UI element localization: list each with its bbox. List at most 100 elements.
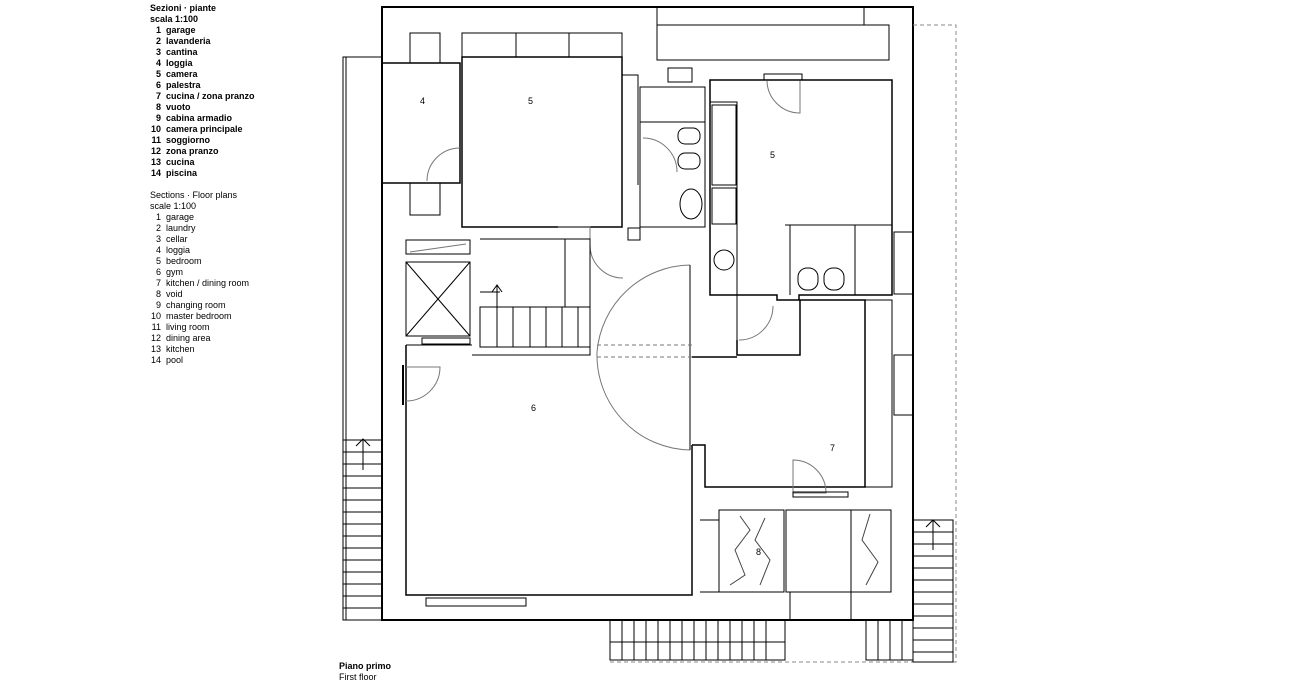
- window-bath: [667, 67, 693, 83]
- legend-item-number: 4: [155, 245, 161, 255]
- legend-item-label: void: [166, 289, 183, 299]
- legend-item-label: kitchen: [166, 344, 195, 354]
- bathroom-walls: [639, 86, 706, 228]
- bedroom-left-right-wall: [621, 57, 639, 185]
- void-panel-3: [850, 509, 892, 593]
- window-right: [763, 73, 803, 81]
- legend-item-number: 7: [155, 278, 161, 288]
- legend-item-number: 12: [150, 333, 161, 343]
- legend-item-en: 10 master bedroom: [150, 311, 255, 322]
- void-texture-1: [729, 515, 751, 586]
- legend-item-number: 10: [150, 124, 161, 134]
- legend-item-number: 2: [155, 36, 161, 46]
- bidet: [677, 152, 701, 170]
- door-swing-loggia: [426, 147, 461, 182]
- legend-item-label: cellar: [166, 234, 188, 244]
- window-right-side: [893, 231, 914, 295]
- legend-item-label: cabina armadio: [166, 113, 233, 123]
- wardrobe-3: [568, 32, 623, 58]
- legend-item-label: camera: [166, 69, 198, 79]
- legend-item-number: 12: [150, 146, 161, 156]
- closet-right-tall: [711, 104, 737, 186]
- legend-item-en: 8 void: [150, 289, 255, 300]
- legend-item-label: cucina / zona pranzo: [166, 91, 255, 101]
- legend-scale-en: scale 1:100: [150, 201, 197, 211]
- legend-item-en: 4 loggia: [150, 245, 255, 256]
- gym-walls: [405, 345, 693, 596]
- legend-item-label: garage: [166, 212, 195, 222]
- void-shaft: [405, 261, 471, 337]
- legend-item-number: 2: [155, 223, 161, 233]
- legend-item-label: dining area: [166, 333, 211, 343]
- legend-item-label: cantina: [166, 47, 198, 57]
- ensuite-door-swing: [738, 305, 774, 341]
- legend-item-number: 1: [155, 25, 161, 35]
- void-left-edge: [700, 519, 720, 593]
- ensuite-bidet: [823, 267, 845, 291]
- bedroom-right-inner: [710, 101, 738, 340]
- legend-item-number: 8: [155, 289, 161, 299]
- void-panel-2: [785, 509, 852, 593]
- right-stair-arrow: [925, 519, 941, 550]
- caption-italian: Piano primo: [339, 661, 392, 671]
- loggia-walls: [382, 62, 461, 184]
- legend-item-label: kitchen / dining room: [166, 278, 250, 288]
- closet-right: [711, 187, 737, 225]
- column-top: [409, 32, 441, 64]
- room-label-5-right: 5: [770, 150, 775, 160]
- bottom-stair-right-treads: [877, 620, 903, 660]
- pillar: [627, 227, 641, 241]
- legend-item-label: garage: [166, 25, 196, 35]
- legend-item-label: gym: [166, 267, 184, 277]
- gym-window: [425, 597, 527, 607]
- caption-english: First floor: [339, 672, 377, 682]
- shelf: [405, 239, 471, 255]
- legend-item-label: piscina: [166, 168, 198, 178]
- legend-item-number: 6: [155, 80, 161, 90]
- left-stair-arrow: [355, 438, 371, 470]
- wardrobe-1: [461, 32, 517, 58]
- big-door-swing: [596, 264, 691, 451]
- void-texture-2: [754, 517, 771, 586]
- shelf-diagonal: [409, 243, 467, 253]
- legend-item-number: 10: [150, 311, 161, 321]
- legend-item-number: 6: [155, 267, 161, 277]
- legend-item-label: bedroom: [166, 256, 202, 266]
- legend-item-number: 5: [155, 69, 161, 79]
- legend-item-it: 5 camera: [150, 69, 255, 80]
- stair-enclosure: [472, 238, 591, 356]
- ensuite-toilet: [797, 267, 819, 291]
- legend-item-en: 7 kitchen / dining room: [150, 278, 255, 289]
- kitchen-door-swing: [792, 459, 827, 494]
- legend-item-label: loggia: [166, 245, 191, 255]
- legend-item-label: vuoto: [166, 102, 191, 112]
- legend-item-number: 1: [155, 212, 161, 222]
- legend-item-label: soggiorno: [166, 135, 210, 145]
- dashed-outline: [610, 24, 957, 663]
- top-wall-block: [656, 7, 890, 61]
- ensuite-sink: [713, 249, 735, 271]
- legend-item-en: 1 garage: [150, 212, 255, 223]
- bedroom-right-door-swing: [766, 79, 801, 114]
- window-kitchen: [893, 354, 914, 416]
- legend-item-number: 9: [155, 300, 161, 310]
- legend-item-label: master bedroom: [166, 311, 232, 321]
- kitchen-right: [865, 299, 893, 488]
